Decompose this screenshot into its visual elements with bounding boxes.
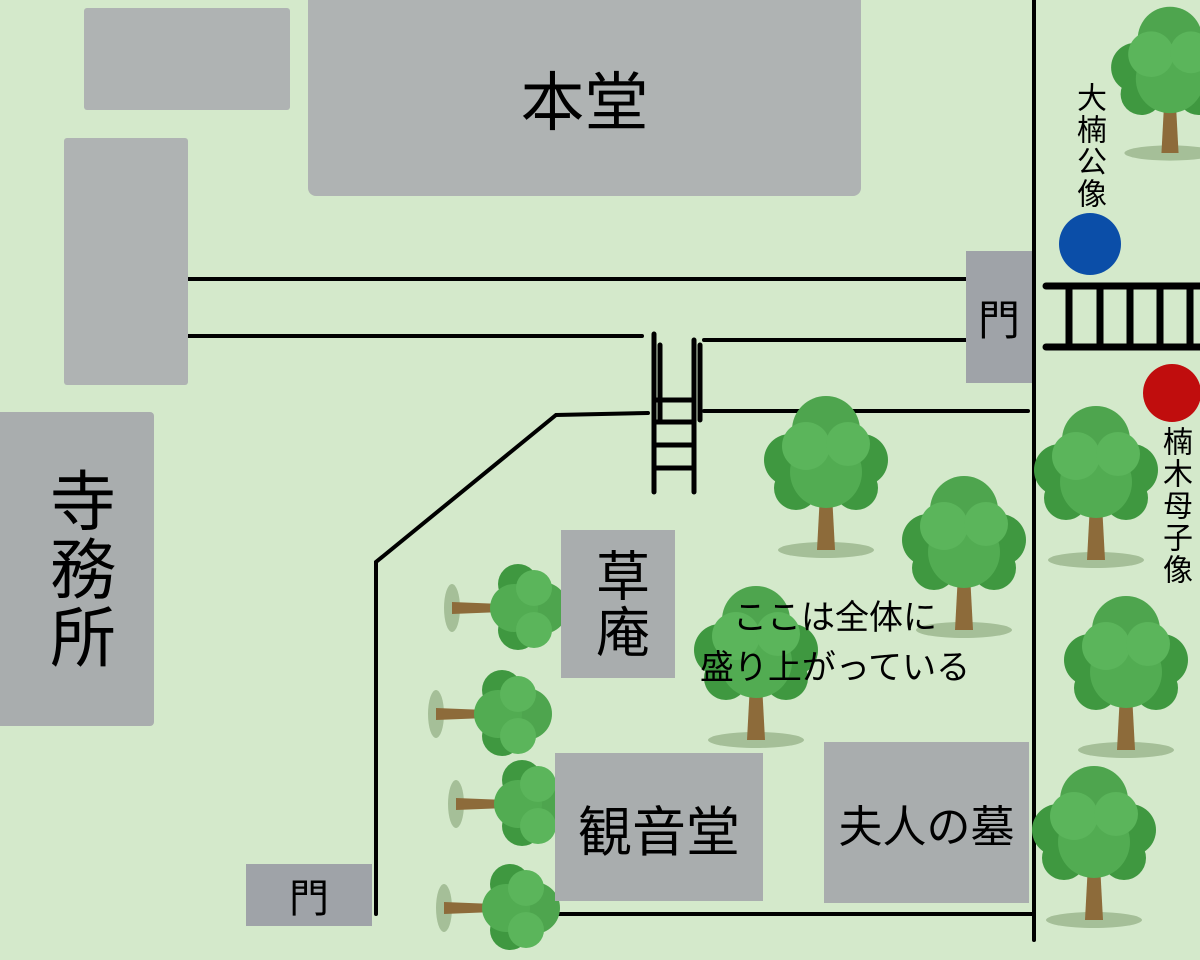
- east-bridge-icon: [1042, 282, 1200, 351]
- fujin-no-haka-label: 夫人の墓: [838, 801, 1015, 853]
- east-gate-label: 門: [977, 295, 1020, 345]
- tree-icon: [436, 864, 560, 950]
- enclosure-path-west: [374, 411, 650, 916]
- kannondo-building[interactable]: 観音堂: [555, 753, 763, 901]
- kannondo-label: 観音堂: [578, 800, 740, 864]
- tree-icon: [1111, 6, 1200, 161]
- tree-icon: [764, 396, 888, 558]
- hondo-building[interactable]: 本堂: [308, 0, 861, 196]
- tree-icon: [444, 564, 568, 650]
- fujin-no-haka-building[interactable]: 夫人の墓: [824, 742, 1029, 903]
- soan-building[interactable]: 草庵: [561, 530, 675, 678]
- south-gate[interactable]: 門: [246, 864, 372, 926]
- ladder-bridge-icon: [651, 331, 703, 495]
- unnamed-building-northwest: [84, 8, 290, 110]
- east-gate[interactable]: 門: [966, 251, 1032, 383]
- kusunoki-statue-marker-icon[interactable]: [1143, 364, 1200, 422]
- terrain-note: ここは全体に 盛り上がっている: [660, 593, 1010, 693]
- tree-icon: [448, 760, 572, 846]
- hondo-label: 本堂: [520, 67, 649, 141]
- terrain-note-line2: 盛り上がっている: [699, 648, 971, 688]
- okusu-statue-label: 大楠公像: [1071, 82, 1106, 210]
- kusunoki-boshi-statue-label: 楠木母子像: [1157, 426, 1192, 586]
- unnamed-building-west: [64, 138, 188, 385]
- terrain-note-line1: ここは全体に: [733, 598, 937, 638]
- tree-icon: [428, 670, 552, 756]
- south-gate-label: 門: [289, 876, 329, 922]
- jimusho-building[interactable]: 寺務所: [0, 412, 154, 726]
- soan-label: 草庵: [586, 548, 650, 660]
- tree-icon: [1032, 766, 1156, 928]
- tree-icon: [1034, 406, 1158, 568]
- jimusho-label: 寺務所: [39, 467, 116, 671]
- tree-icon: [1064, 596, 1188, 758]
- okusu-statue-marker-icon[interactable]: [1059, 213, 1121, 275]
